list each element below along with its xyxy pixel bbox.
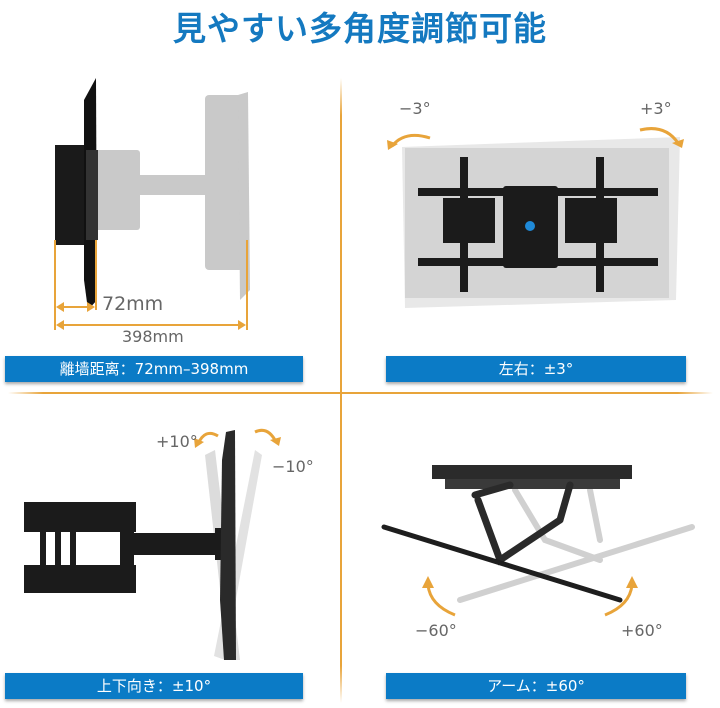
caption-tilt: 上下向き：±10° [5, 673, 303, 699]
arm-plus-label: +60° [621, 621, 663, 640]
mount-side-illustration [54, 78, 250, 330]
mount-tilt-illustration [24, 428, 281, 660]
swivel-plus-label: +3° [640, 99, 672, 118]
caption-arm: アーム：±60° [386, 673, 686, 699]
tilt-minus-label: −10° [272, 457, 314, 476]
page-title: 見やすい多角度調節可能 [173, 9, 547, 48]
vertical-divider [340, 78, 342, 703]
mount-front-illustration [387, 127, 684, 308]
mount-top-illustration [381, 465, 695, 617]
caption-distance: 離墙距离：72mm–398mm [5, 356, 303, 382]
caption-swivel: 左右：±3° [386, 356, 686, 382]
swivel-minus-label: −3° [399, 99, 431, 118]
dimension-min-label: 72mm [102, 293, 164, 315]
dimension-max-label: 398mm [122, 327, 184, 346]
horizontal-divider [8, 392, 713, 394]
tilt-plus-label: +10° [156, 432, 198, 451]
arm-minus-label: −60° [415, 621, 457, 640]
